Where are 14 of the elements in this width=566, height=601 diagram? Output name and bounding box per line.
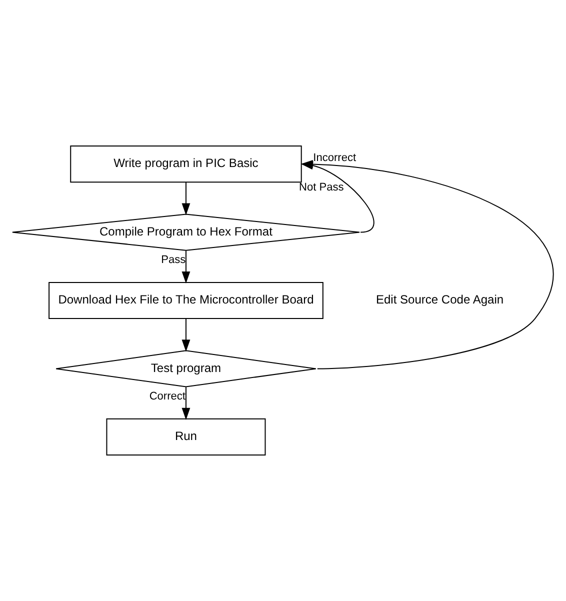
edge-label: Incorrect: [313, 152, 356, 164]
node-diamond: Compile Program to Hex Format: [12, 214, 360, 251]
node-box: Write program in PIC Basic: [70, 146, 302, 183]
label: Edit Source Code Again: [376, 292, 504, 307]
edge-label: Pass: [161, 254, 186, 266]
arrow: [182, 318, 190, 352]
edge-label: Not Pass: [299, 182, 344, 194]
node-box: Download Hex File to The Microcontroller Board: [48, 282, 324, 320]
arrow: [182, 250, 190, 284]
arrow: [182, 182, 190, 216]
node-diamond: Test program: [56, 350, 316, 388]
arrow: [182, 387, 190, 420]
node-box: Run: [106, 418, 266, 456]
edge-label: Correct: [149, 390, 186, 402]
